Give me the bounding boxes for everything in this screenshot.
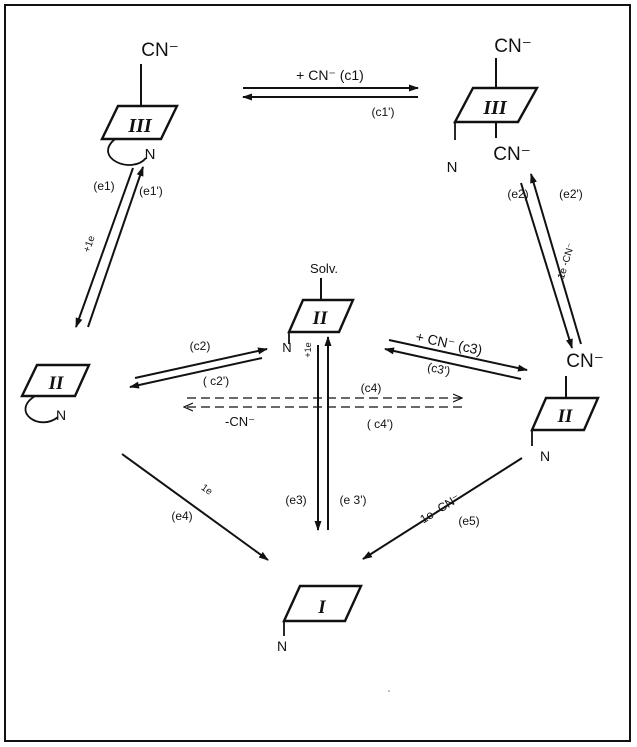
ligand-top: CN⁻: [141, 40, 178, 61]
ligand-bottom: N: [56, 407, 66, 423]
ligand-side: N: [447, 159, 458, 176]
reaction-c3: + CN⁻ (c3) (c3'): [384, 328, 528, 380]
species-fe3-chelate: CN⁻ III N: [100, 40, 179, 166]
porphyrin-plane: [282, 584, 363, 623]
arrow-e2-reverse: [530, 173, 582, 345]
label-c2: (c2): [190, 339, 211, 353]
ligand-side: N: [282, 340, 291, 355]
label-e4-electron: 1e: [199, 482, 215, 498]
oxidation-state: II: [312, 308, 328, 329]
label-e1: (e1): [93, 179, 114, 193]
label-e3-electron: +1e: [303, 342, 313, 357]
label-c1-reverse: (c1'): [372, 105, 395, 119]
ligand-bottom: N: [145, 146, 156, 163]
label-e1-reverse: (e1'): [139, 184, 163, 198]
arrow-e1: [75, 167, 134, 328]
label-e5-electron: 1e -CN⁻: [417, 491, 462, 526]
label-e2-reverse: (e2'): [559, 187, 583, 201]
label-c4-cn: -CN⁻: [225, 414, 255, 429]
label-e2-electron: 1e -CN⁻: [556, 242, 577, 281]
porphyrin-plane: [100, 104, 179, 141]
arrow-e2: [520, 182, 573, 349]
label-c2-reverse: ( c2'): [203, 374, 229, 388]
reaction-c4: (c4) ( c4') -CN⁻: [184, 381, 462, 431]
species-fe1: I N: [277, 584, 363, 654]
reaction-c1: + CN⁻ (c1) (c1'): [242, 67, 419, 119]
label-e3-reverse: (e 3'): [340, 493, 367, 507]
label-e3: (e3): [285, 493, 306, 507]
reaction-e2: (e2) (e2') 1e -CN⁻: [507, 173, 583, 349]
figure-border: [4, 4, 631, 742]
oxidation-state: III: [127, 115, 153, 137]
chelate-loop: [24, 395, 59, 424]
arrow-c2: [134, 347, 268, 379]
chelate-loop: [107, 138, 147, 166]
reaction-e3: (e3) (e 3') +1e: [285, 336, 367, 531]
porphyrin-plane: [287, 298, 355, 334]
oxidation-state: III: [482, 97, 508, 119]
reaction-e4: (e4) 1e: [121, 453, 269, 561]
arrow-c3: [388, 339, 528, 372]
label-c4-reverse: ( c4'): [367, 417, 393, 431]
arrow-e4: [121, 453, 269, 561]
ligand-top: Solv.: [310, 261, 338, 276]
species-fe2-cyano: CN⁻ II N: [530, 351, 604, 464]
ligand-top: CN⁻: [494, 36, 531, 57]
ligand-bottom: CN⁻: [493, 144, 530, 165]
label-e5: (e5): [458, 514, 479, 528]
reaction-e1: (e1) (e1') +1e: [75, 166, 163, 328]
reaction-e5: (e5) 1e -CN⁻: [362, 457, 523, 560]
oxidation-state: II: [48, 373, 64, 394]
reaction-c2: (c2) ( c2'): [129, 339, 268, 389]
ligand-side: N: [277, 638, 287, 654]
ligand-top: CN⁻: [566, 351, 603, 372]
arrow-c2-reverse: [129, 357, 263, 389]
porphyrin-plane: [530, 396, 600, 432]
porphyrin-plane: [453, 86, 540, 124]
label-c3-reverse: (c3'): [426, 360, 451, 378]
ligand-side: N: [540, 448, 550, 464]
oxidation-state: I: [317, 597, 326, 618]
scan-speck: [388, 690, 390, 692]
label-e2: (e2): [507, 187, 528, 201]
arrow-e5: [362, 457, 523, 560]
species-fe2-chelate: II N: [20, 363, 91, 424]
species-fe2-solvato: Solv. II N: [282, 261, 355, 355]
oxidation-state: II: [557, 406, 573, 427]
label-c4: (c4): [361, 381, 382, 395]
arrow-e1-reverse: [87, 166, 144, 328]
label-e4: (e4): [171, 509, 192, 523]
label-c1: + CN⁻ (c1): [296, 67, 364, 83]
label-e1-electron: +1e: [82, 234, 98, 254]
porphyrin-plane: [20, 363, 91, 398]
species-fe3-dicyano: CN⁻ III CN⁻ N: [447, 36, 540, 176]
arrow-c3-reverse: [384, 347, 522, 380]
